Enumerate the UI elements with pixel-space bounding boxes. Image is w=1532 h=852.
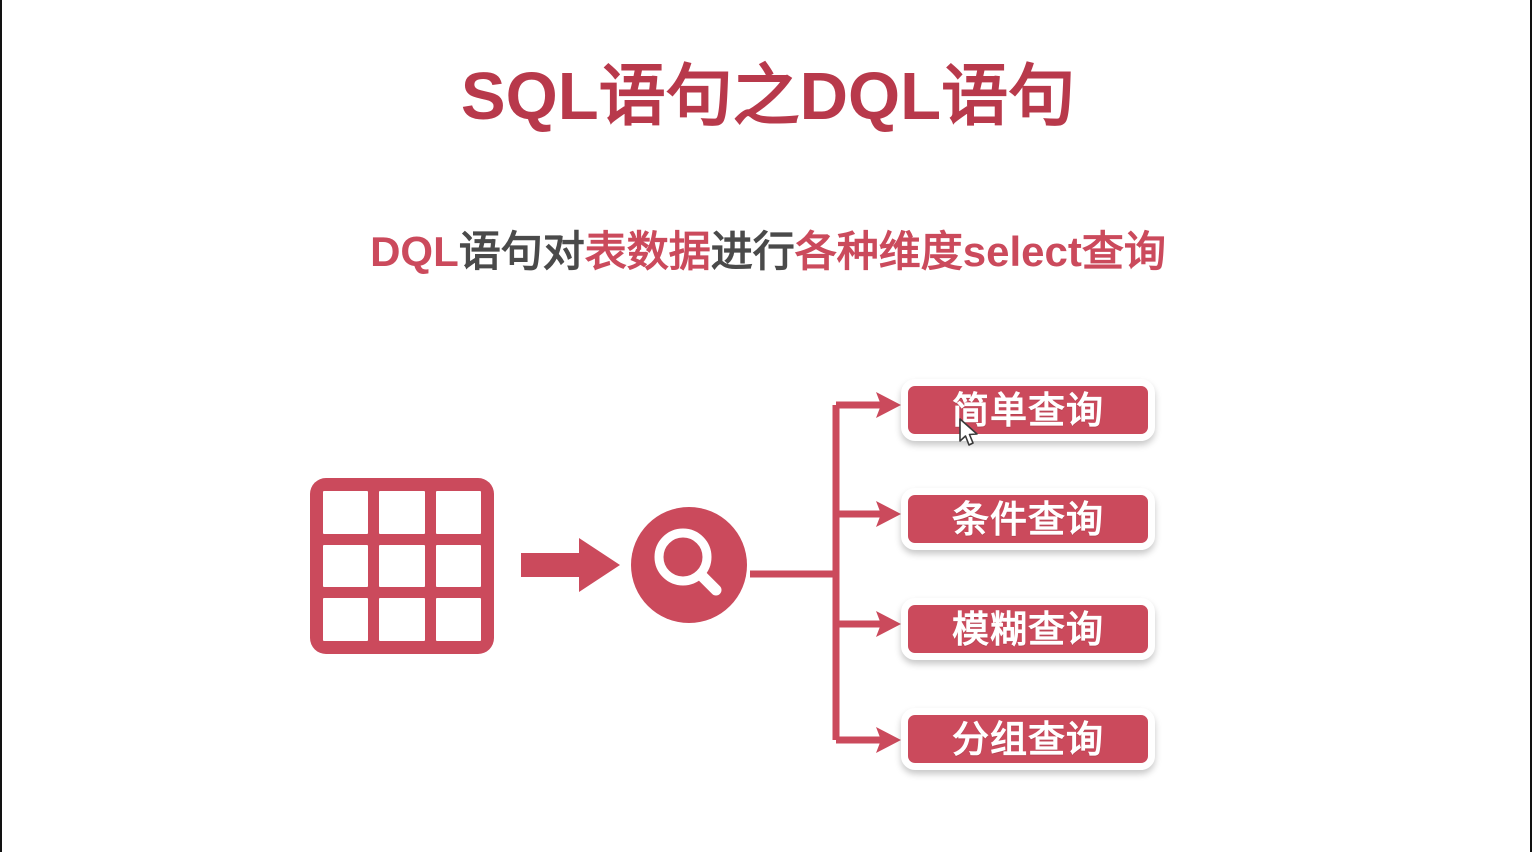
branch-chip-label: 模糊查询 xyxy=(952,608,1104,650)
branch-arrowhead xyxy=(876,727,901,753)
table-cell xyxy=(435,491,481,534)
table-cell xyxy=(379,491,425,534)
subtitle-part-3: 表数据 xyxy=(584,228,711,275)
branch-arrowhead xyxy=(876,611,901,637)
branch-chip-conditional-query[interactable]: 条件查询 xyxy=(901,488,1155,550)
table-cell xyxy=(379,544,425,588)
table-cell xyxy=(435,544,481,588)
branch-chip-label: 分组查询 xyxy=(952,718,1104,760)
mouse-pointer-icon xyxy=(959,418,978,446)
subtitle-part-4: 进行 xyxy=(710,228,795,275)
branch-chip-label: 条件查询 xyxy=(952,498,1104,540)
branch-arrowhead xyxy=(876,392,901,418)
table-cell xyxy=(323,598,369,641)
table-grid-icon xyxy=(310,478,494,654)
page-title: SQL语句之DQL语句 xyxy=(460,59,1076,134)
subtitle-part-1: DQL xyxy=(370,228,459,275)
branch-chip-fuzzy-query[interactable]: 模糊查询 xyxy=(901,598,1155,660)
table-cell xyxy=(323,491,369,534)
branch-chip-simple-query[interactable]: 简单查询 xyxy=(901,379,1155,441)
branch-chip-group-query[interactable]: 分组查询 xyxy=(901,708,1155,770)
right-block-arrow-icon xyxy=(521,538,620,592)
table-cell xyxy=(323,544,369,588)
branch-connector-lines xyxy=(750,392,901,753)
subtitle: DQL语句对表数据进行各种维度select查询 xyxy=(2,228,1532,276)
magnifier-icon xyxy=(631,507,747,623)
subtitle-part-5: 各种维度select查询 xyxy=(794,228,1166,275)
subtitle-part-2: 语句对 xyxy=(458,228,585,275)
table-cell xyxy=(435,598,481,641)
table-cell xyxy=(379,598,425,641)
branch-arrowhead xyxy=(876,501,901,527)
